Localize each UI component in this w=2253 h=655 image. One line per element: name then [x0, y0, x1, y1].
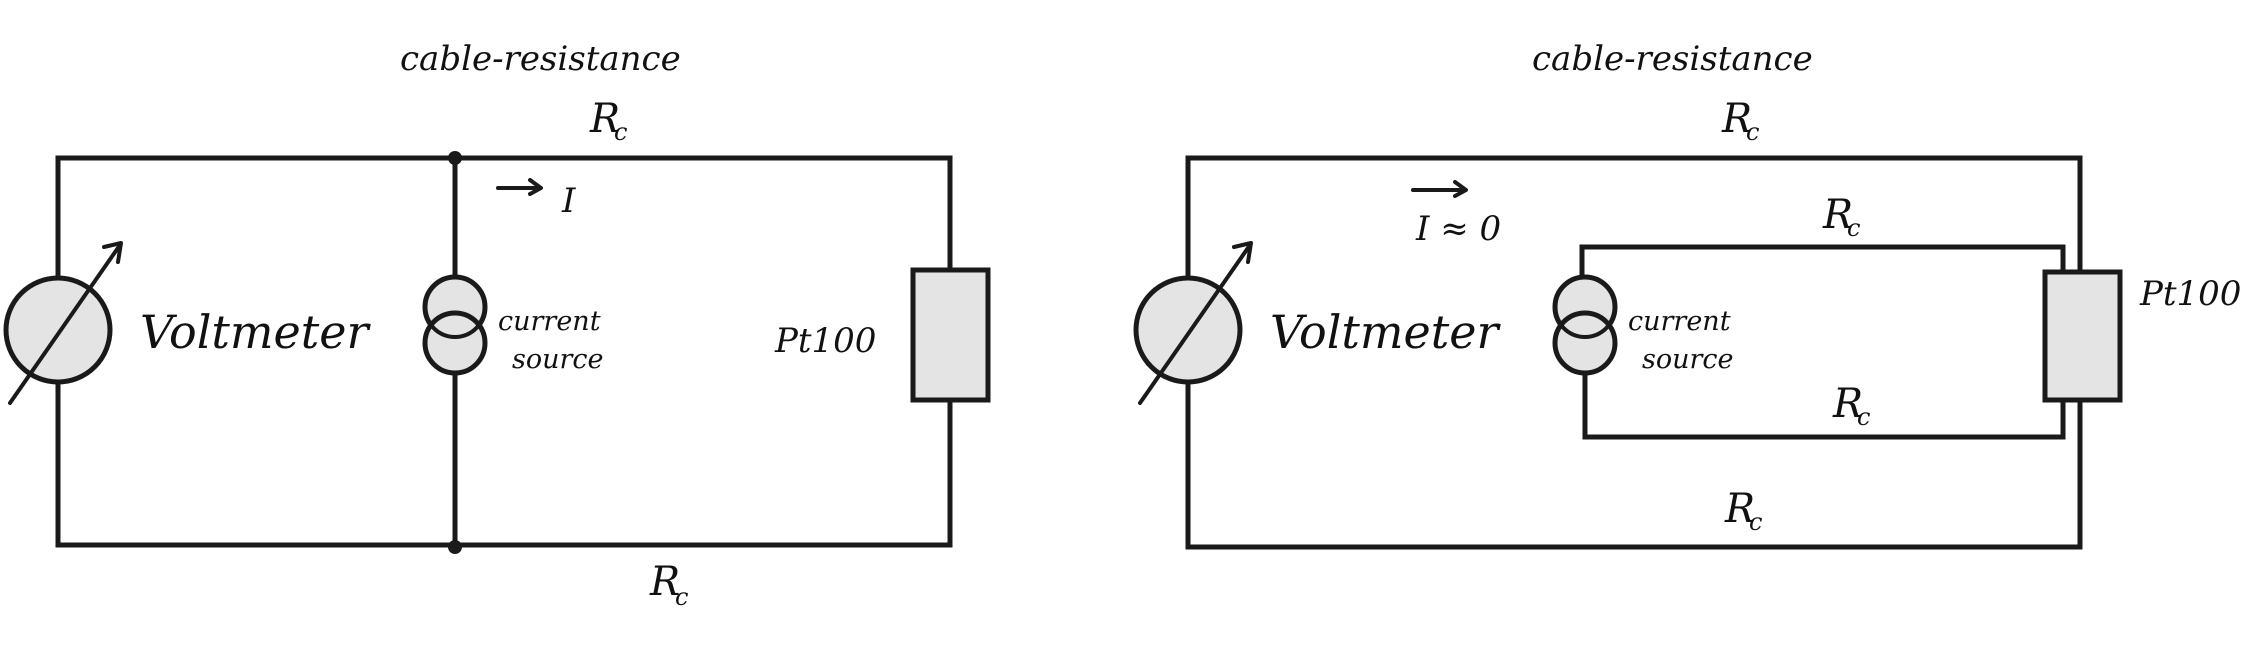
right-rc-bottom-sub: c	[1749, 508, 1762, 536]
left-outer-wire-bottom	[55, 379, 953, 548]
left-junction-top	[448, 151, 462, 165]
right-pt100-resistor	[2042, 269, 2123, 403]
left-source-label-2: source	[512, 344, 604, 375]
right-voltmeter-label: Voltmeter	[1270, 305, 1501, 359]
right-rc-inner-top-label: R	[1822, 192, 1853, 238]
left-rc-top-label: R	[589, 96, 620, 142]
right-cable-label: cable-resistance	[1532, 39, 1813, 79]
left-voltmeter-arrow	[8, 243, 122, 405]
left-current-label: I	[561, 181, 576, 221]
right-rc-bottom-label: R	[1724, 486, 1755, 532]
left-voltmeter-symbol	[3, 275, 113, 385]
right-current-label: I ≈ 0	[1415, 209, 1501, 249]
right-rc-top-label: R	[1721, 96, 1752, 142]
circuit-left: cable-resistance R c I Voltmeter current…	[3, 39, 991, 611]
right-source-label-2: source	[1642, 344, 1734, 375]
right-outer-wire	[1185, 155, 2083, 325]
right-inner-wire-top	[1579, 244, 2066, 283]
left-voltmeter-arrowhead	[102, 241, 123, 264]
right-current-source-symbol-2	[1552, 310, 1618, 376]
right-rc-inner-top-sub: c	[1847, 214, 1860, 242]
left-current-source-symbol-2	[422, 310, 488, 376]
left-voltmeter-label: Voltmeter	[140, 305, 371, 359]
right-rc-top-sub: c	[1746, 118, 1759, 146]
left-cable-label: cable-resistance	[400, 39, 681, 79]
right-voltmeter-arrowhead	[1232, 241, 1253, 264]
left-source-label-1: current	[498, 306, 601, 337]
left-outer-wire	[55, 155, 953, 325]
right-voltmeter-symbol	[1133, 275, 1243, 385]
right-inner-wire-bottom	[1582, 369, 2066, 440]
right-source-label-1: current	[1628, 306, 1731, 337]
left-pt100-resistor	[910, 267, 991, 403]
right-pt100-label: Pt100	[2139, 274, 2241, 314]
circuit-right: cable-resistance R c I ≈ 0 Voltmeter cur…	[1133, 39, 2241, 550]
left-pt100-label: Pt100	[774, 321, 876, 361]
right-voltmeter-arrow	[1138, 243, 1252, 405]
right-outer-wire-bottom	[1185, 379, 2083, 550]
left-rc-bottom-label: R	[649, 559, 680, 605]
right-rc-inner-bottom-label: R	[1832, 381, 1863, 427]
left-junction-bottom	[448, 540, 462, 554]
left-rc-bottom-sub: c	[675, 583, 688, 611]
left-rc-top-sub: c	[614, 118, 627, 146]
right-rc-inner-bottom-sub: c	[1857, 403, 1870, 431]
